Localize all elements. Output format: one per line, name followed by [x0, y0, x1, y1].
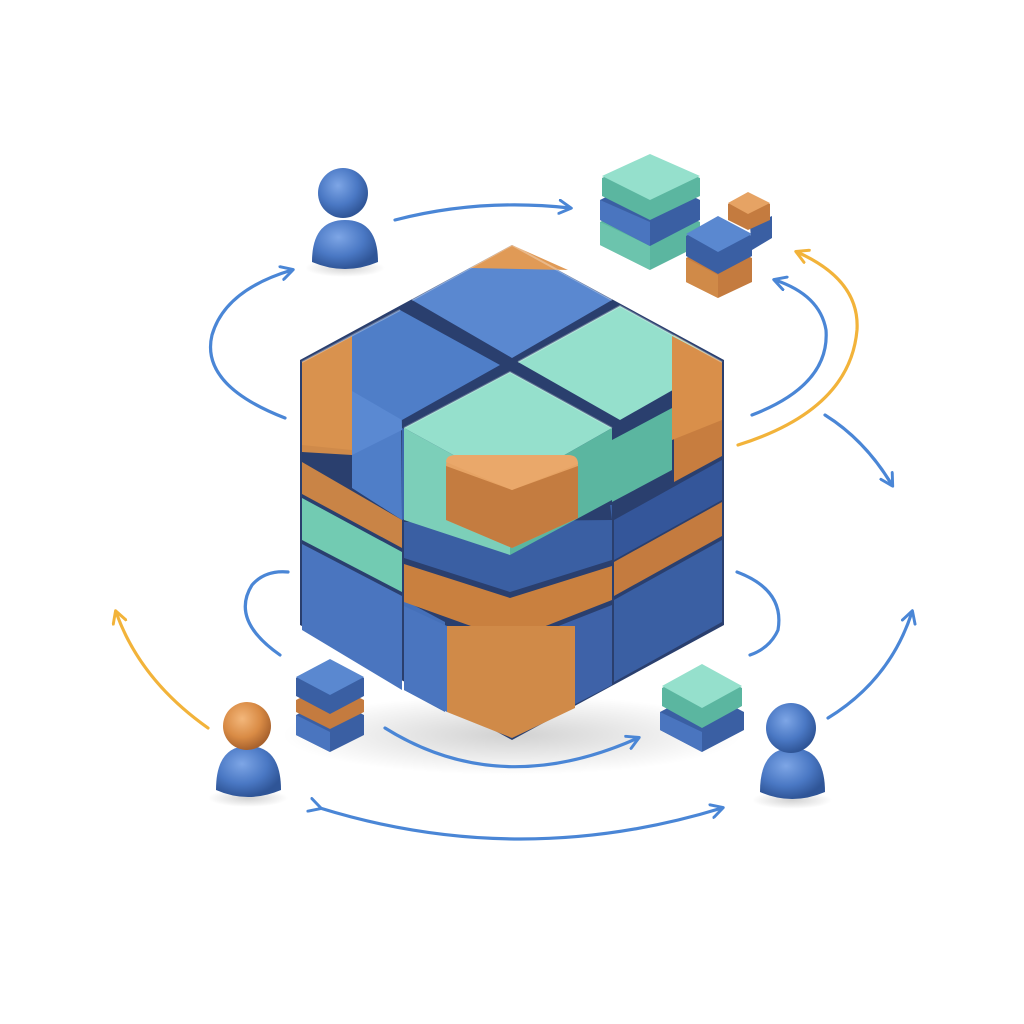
block-stack-icon — [660, 664, 744, 752]
person-icon — [305, 168, 385, 277]
arrow-icon — [383, 726, 638, 769]
cube-icon — [300, 244, 724, 740]
arrow-icon — [750, 280, 828, 417]
arrow-icon — [209, 270, 292, 420]
arrow-icon — [735, 570, 781, 657]
person-icon — [752, 703, 832, 809]
person-icon — [208, 702, 288, 807]
block-stack-icon — [296, 659, 364, 752]
arrow-icon — [823, 413, 892, 485]
block-stack-icon — [728, 192, 772, 250]
arrow-icon — [320, 808, 722, 841]
arrow-icon — [393, 205, 570, 222]
block-stack-icon — [686, 216, 752, 298]
arrow-icon — [826, 612, 912, 720]
arrow-icon — [116, 612, 210, 730]
block-stack-icon — [600, 154, 700, 270]
arrow-icon — [736, 252, 859, 447]
arrow-icon — [243, 570, 290, 657]
flow-arrows — [116, 205, 912, 841]
